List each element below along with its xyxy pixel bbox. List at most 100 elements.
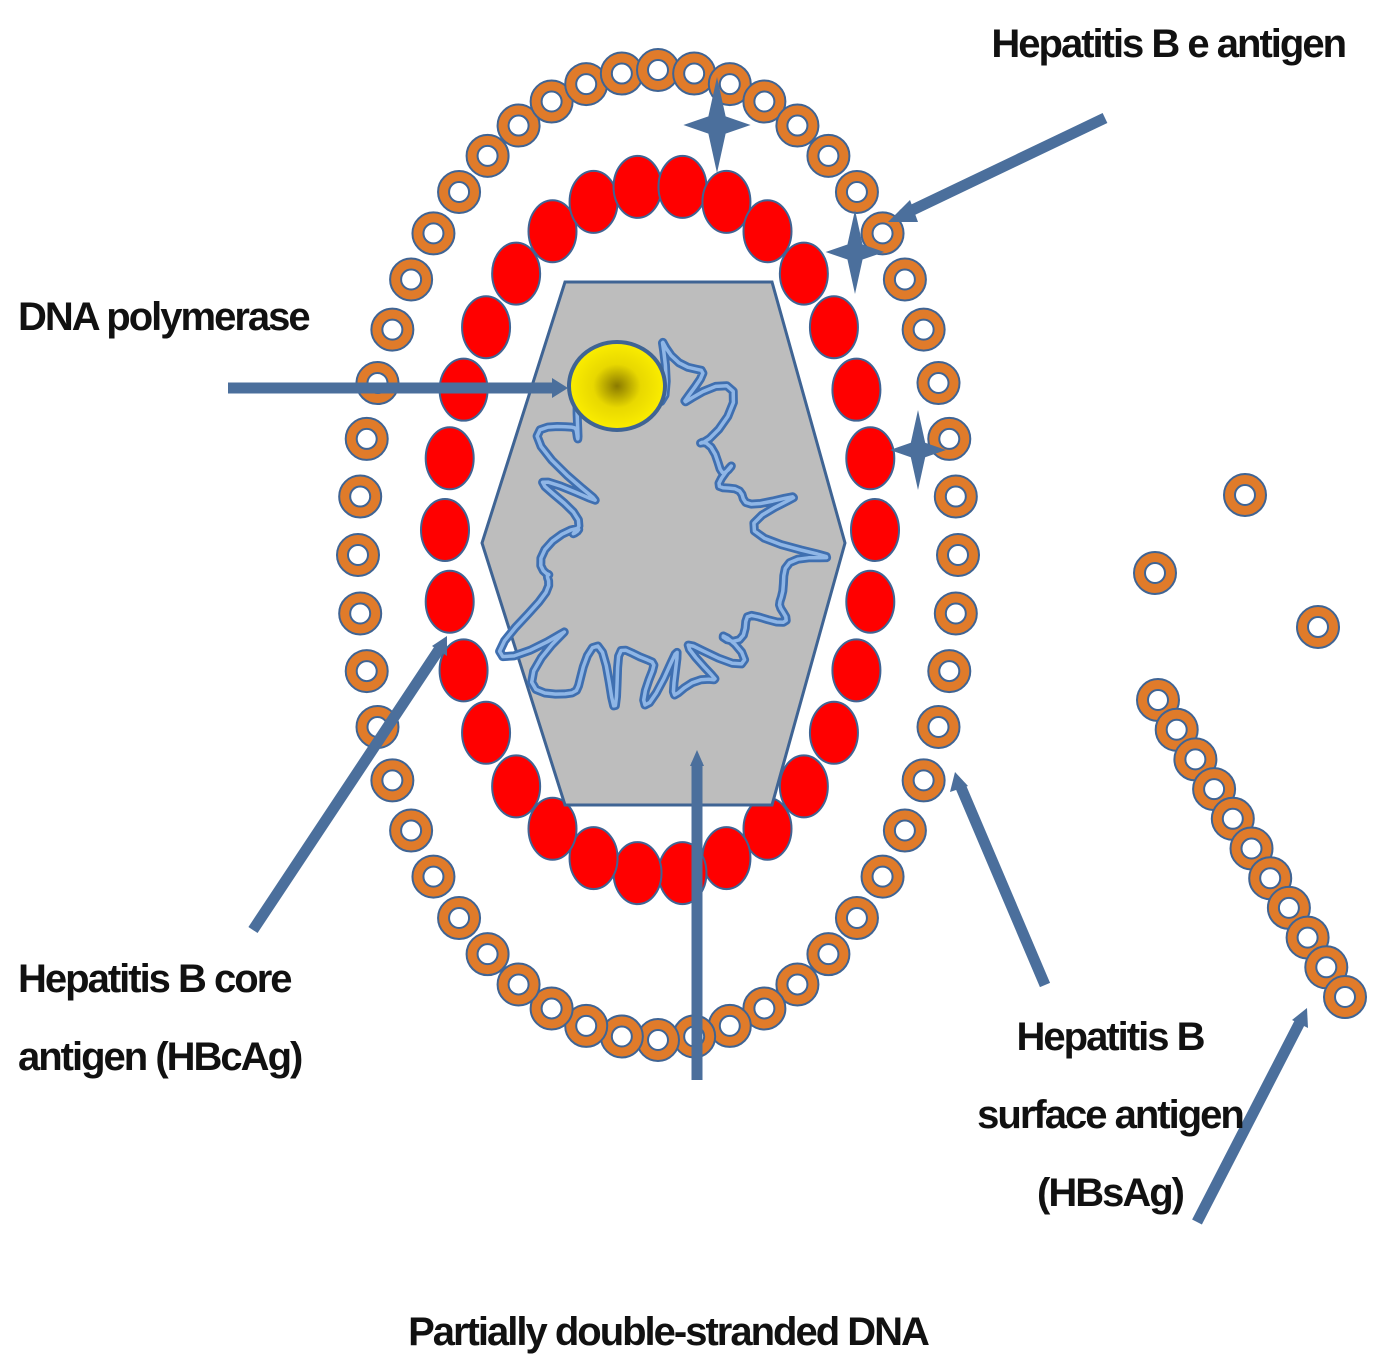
surface-antigen-ring-hole <box>893 819 916 842</box>
free-surface-antigen-hole <box>1144 562 1166 584</box>
core-protein-unit <box>491 241 542 306</box>
surface-antigen-ring-hole <box>575 1014 598 1037</box>
core-protein-unit <box>850 498 900 562</box>
surface-antigen-ring-hole <box>448 907 471 930</box>
core-protein-unit <box>527 199 578 264</box>
surface-antigen-ring-hole <box>422 222 445 245</box>
surface-antigen-ring-hole <box>817 144 840 167</box>
surface-antigen-ring-hole <box>912 769 935 792</box>
core-protein-unit <box>568 169 619 234</box>
label-core-antigen-line2: antigen (HBcAg) <box>18 1035 302 1079</box>
label-dna-polymerase: DNA polymerase <box>18 295 309 339</box>
core-protein-unit <box>527 796 578 861</box>
surface-antigen-ring-hole <box>927 715 950 738</box>
surface-antigen-ring-hole <box>753 997 776 1020</box>
surface-antigen-ring-hole <box>871 865 894 888</box>
surface-antigen-ring-hole <box>647 59 669 81</box>
label-surface-antigen-line2: surface antigen <box>977 1093 1243 1137</box>
arrow-surface-antigen <box>954 782 1051 988</box>
arrow-e-antigen <box>899 113 1108 220</box>
core-protein-unit <box>438 638 489 703</box>
label-core-antigen-line1: Hepatitis B core <box>18 957 291 1001</box>
surface-antigen-filament <box>1136 678 1367 1019</box>
core-protein-unit <box>808 295 859 360</box>
surface-antigen-ring-hole <box>540 997 563 1020</box>
core-protein-unit <box>657 154 708 219</box>
surface-antigen-ring-hole <box>786 114 809 137</box>
surface-antigen-ring-hole <box>944 485 967 508</box>
filament-surface-antigen-hole <box>1147 689 1169 711</box>
core-protein-unit <box>424 426 475 491</box>
surface-antigen-ring-hole <box>540 90 563 113</box>
core-protein-unit <box>701 169 752 234</box>
surface-antigen-ring-hole <box>786 973 809 996</box>
core-protein-unit <box>845 569 896 634</box>
surface-antigen-ring-hole <box>817 943 840 966</box>
core-protein-unit <box>831 638 882 703</box>
surface-antigen-ring-hole <box>347 544 369 566</box>
filament-surface-antigen-hole <box>1203 778 1226 801</box>
arrow-core-antigen <box>248 644 445 934</box>
arrow-filament <box>1192 1019 1305 1225</box>
core-protein-unit <box>420 498 470 562</box>
surface-antigen-ring-hole <box>355 660 378 683</box>
filament-surface-antigen-hole <box>1184 748 1207 771</box>
surface-antigen-ring-hole <box>448 180 471 203</box>
filament-surface-antigen-hole <box>1296 926 1319 949</box>
surface-antigen-ring-hole <box>355 427 378 450</box>
dna-strand <box>495 337 832 711</box>
filament-surface-antigen-hole <box>1315 956 1338 979</box>
free-surface-antigen-hole <box>1307 616 1329 638</box>
surface-antigen-ring-hole <box>610 62 633 85</box>
surface-antigen-ring-hole <box>845 180 868 203</box>
free-surface-antigen-particles <box>1133 473 1340 649</box>
filament-surface-antigen-hole <box>1259 867 1282 890</box>
surface-antigen-ring-hole <box>476 144 499 167</box>
label-surface-antigen-line3: (HBsAg) <box>1037 1171 1184 1215</box>
core-protein-unit <box>845 426 896 491</box>
surface-antigen-ring-hole <box>718 73 741 96</box>
filament-surface-antigen-hole <box>1221 807 1244 830</box>
surface-antigen-ring-hole <box>575 73 598 96</box>
filament-surface-antigen-hole <box>1277 896 1300 919</box>
surface-antigen-ring-hole <box>947 544 969 566</box>
surface-antigen-ring-hole <box>610 1025 633 1048</box>
surface-antigen-ring-hole <box>938 660 961 683</box>
core-protein-unit <box>461 295 512 360</box>
surface-antigen-ring-hole <box>753 90 776 113</box>
surface-antigen-ring-hole <box>349 602 372 625</box>
surface-antigen-ring-hole <box>871 222 894 245</box>
surface-antigen-ring-hole <box>893 268 916 291</box>
surface-antigen-ring-hole <box>912 318 935 341</box>
filament-surface-antigen-hole <box>1334 986 1356 1008</box>
label-dna: Partially double-stranded DNA <box>408 1310 929 1354</box>
free-surface-antigen-hole <box>1234 484 1256 506</box>
filament-surface-antigen-hole <box>1165 718 1188 741</box>
surface-antigen-ring-hole <box>400 819 423 842</box>
surface-antigen-ring-hole <box>476 943 499 966</box>
surface-antigen-ring-hole <box>647 1029 669 1051</box>
surface-antigen-ring-hole <box>718 1014 741 1037</box>
core-protein-unit <box>491 754 542 819</box>
e-antigen-star <box>683 77 751 173</box>
surface-antigen-ring-hole <box>381 318 404 341</box>
surface-antigen-envelope <box>336 48 980 1062</box>
core-protein-unit <box>461 700 512 765</box>
core-protein-unit <box>612 154 663 219</box>
label-e-antigen: Hepatitis B e antigen <box>991 22 1345 66</box>
core-antigen-layer <box>420 154 900 906</box>
surface-antigen-ring-hole <box>944 602 967 625</box>
surface-antigen-ring-hole <box>927 372 950 395</box>
e-antigen-stars <box>683 77 946 490</box>
core-protein-unit <box>701 826 752 891</box>
core-protein-unit <box>742 199 793 264</box>
core-protein-unit <box>424 569 475 634</box>
core-protein-unit <box>808 700 859 765</box>
core-protein-unit <box>778 754 829 819</box>
core-protein-unit <box>568 826 619 891</box>
filament-surface-antigen-hole <box>1240 837 1263 860</box>
surface-antigen-ring-hole <box>845 907 868 930</box>
surface-antigen-ring-hole <box>381 769 404 792</box>
